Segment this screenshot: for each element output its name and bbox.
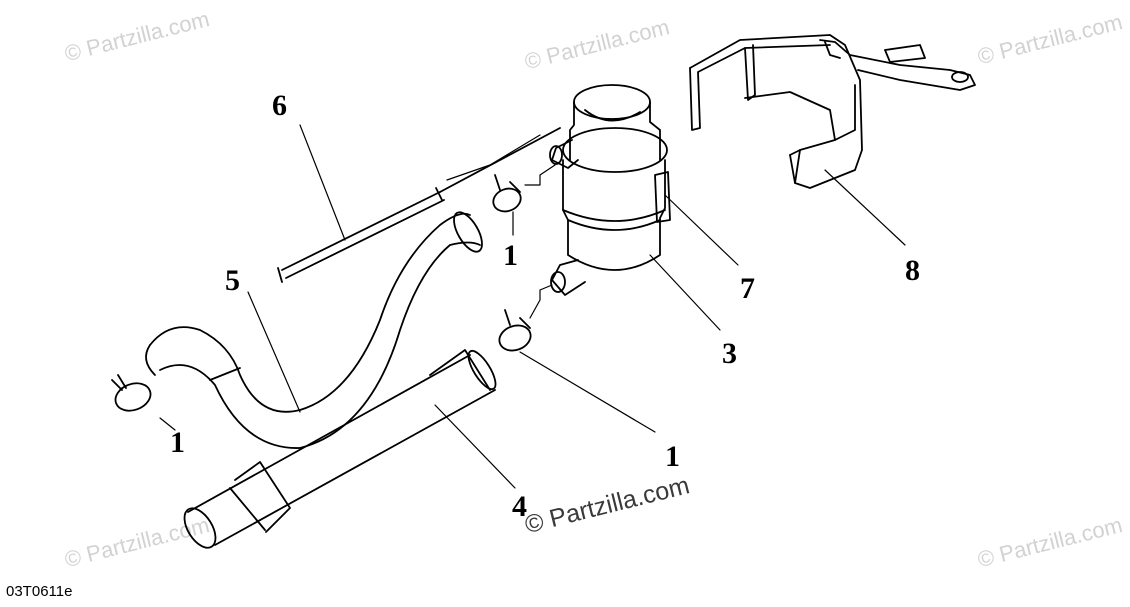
hose-part-5 <box>145 211 483 449</box>
hose-part-4 <box>183 349 497 549</box>
clamp-part-1 <box>111 174 532 412</box>
canister-part-3 <box>549 84 671 296</box>
callout-7: 7 <box>740 272 755 305</box>
callout-4: 4 <box>512 490 527 523</box>
callout-3: 3 <box>722 337 737 370</box>
rod-part-6 <box>277 127 561 283</box>
bracket-part-8 <box>689 34 976 189</box>
callout-8: 8 <box>905 254 920 287</box>
leader-lines <box>159 124 906 489</box>
callout-1: 1 <box>170 426 185 459</box>
callout-6: 6 <box>272 89 287 122</box>
diagram-code: 03T0611e <box>6 583 73 600</box>
callout-1: 1 <box>665 440 680 473</box>
callout-5: 5 <box>225 264 240 297</box>
callout-1: 1 <box>503 239 518 272</box>
